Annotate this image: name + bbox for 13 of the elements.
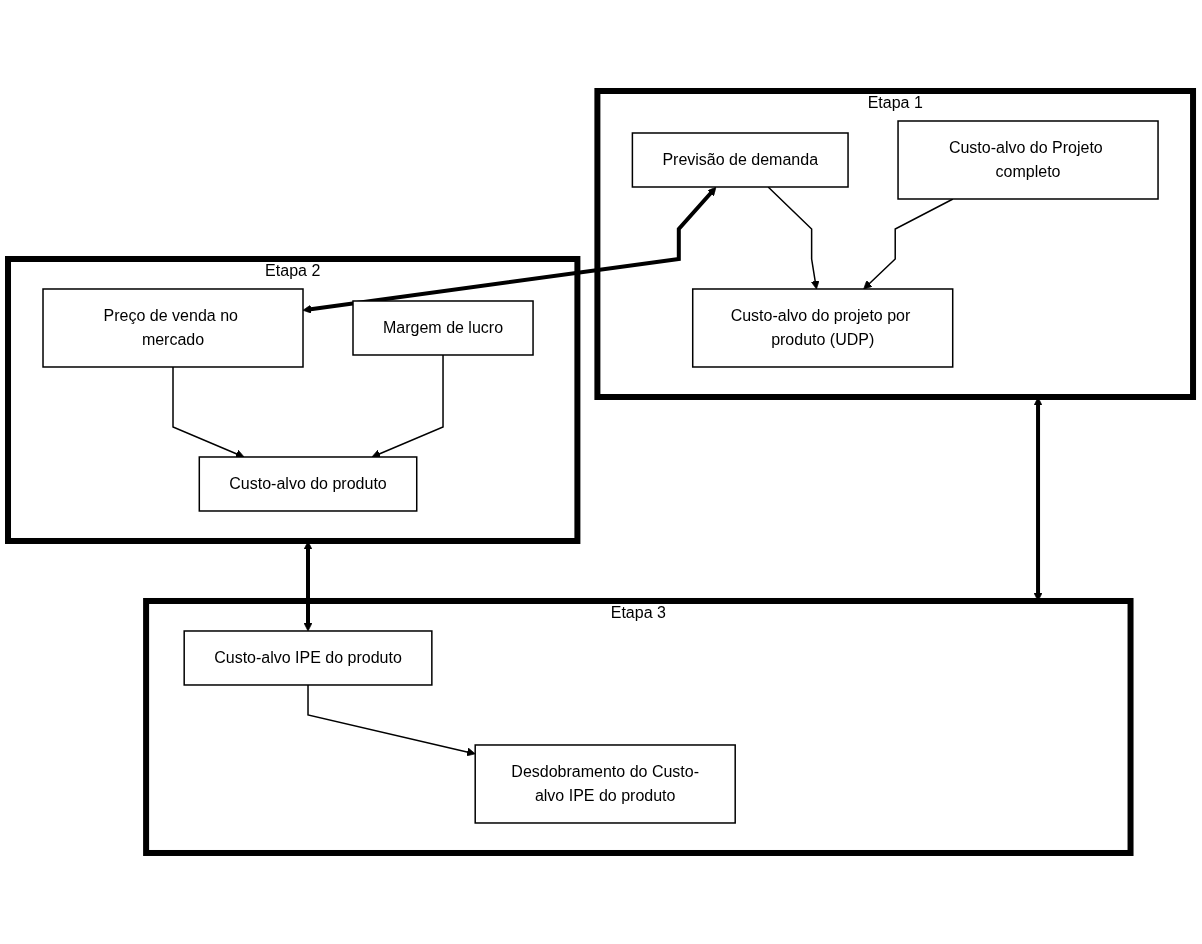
node-box: Previsão de demanda xyxy=(632,132,850,188)
arrow xyxy=(303,186,717,314)
node-box: Custo-alvo IPE do produto xyxy=(183,630,434,686)
arrow xyxy=(372,354,445,458)
node-box: Margem de lucro xyxy=(352,300,535,356)
arrow xyxy=(767,186,820,290)
node-box: Custo-alvo do projeto por produto (UDP) xyxy=(692,288,954,368)
node-box: Custo-alvo do Projeto completo xyxy=(897,120,1160,200)
node-box: Desdobramento do Custo-alvo IPE do produto xyxy=(474,744,737,824)
arrow xyxy=(304,541,313,632)
node-box: Custo-alvo do produto xyxy=(199,456,418,512)
node-box: Preço de venda no mercado xyxy=(42,288,305,368)
arrow xyxy=(172,366,245,458)
